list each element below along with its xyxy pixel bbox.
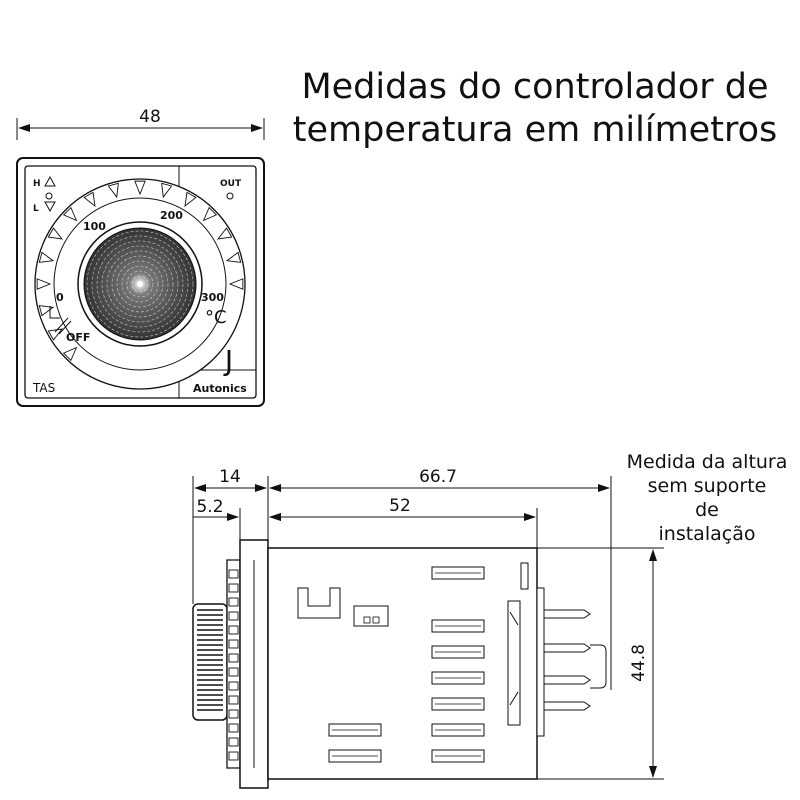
model-label: TAS xyxy=(32,381,55,395)
out-led-icon xyxy=(226,192,234,200)
knob-texture-ring xyxy=(116,260,164,308)
dial-tick-icon xyxy=(202,206,218,222)
socket-key xyxy=(507,600,521,726)
off-label: OFF xyxy=(66,331,90,344)
knob-side xyxy=(192,603,228,721)
connector-pins xyxy=(543,609,607,711)
out-label: OUT xyxy=(220,179,242,189)
dim-5-2-label: 5.2 xyxy=(196,497,223,517)
bezel-notch xyxy=(228,751,239,761)
dial-tick-icon xyxy=(134,180,146,196)
controller-body-side xyxy=(267,547,538,780)
dial-tick-icon xyxy=(38,251,55,263)
bezel-notch xyxy=(228,569,239,579)
bezel-notch xyxy=(228,709,239,719)
sensor-type-label: J xyxy=(223,344,233,377)
dial-tick-icon xyxy=(83,191,96,208)
unit-label: °C xyxy=(205,307,227,328)
dial-tick-icon xyxy=(184,191,197,208)
bezel-notches xyxy=(228,569,239,761)
bezel-notch xyxy=(228,653,239,663)
dim-52-label: 52 xyxy=(389,496,411,516)
scale-label-200: 200 xyxy=(160,209,183,222)
brand-label: Autonics xyxy=(193,382,247,395)
height-note: Medida da altura sem suporte de instalaç… xyxy=(612,450,800,546)
dial-tick-icon xyxy=(216,227,233,240)
bezel-notch xyxy=(228,681,239,691)
bezel-notch xyxy=(228,597,239,607)
dial-tick-icon xyxy=(47,227,64,240)
knob-texture-ring xyxy=(106,250,174,318)
dial-tick-icon xyxy=(47,328,64,341)
height-note-line-3: de xyxy=(695,499,719,521)
down-triangle-icon xyxy=(44,201,56,213)
body-latch xyxy=(297,587,341,619)
title-line-2: temperatura em milímetros xyxy=(292,110,778,150)
bezel-notch xyxy=(228,583,239,593)
connector-pin xyxy=(543,675,591,685)
bezel-notch xyxy=(228,737,239,747)
scale-label-0: 0 xyxy=(56,291,64,304)
front-view: 48 H L OUT 0 xyxy=(16,107,265,407)
title-line-1: Medidas do controlador de xyxy=(301,67,769,107)
dip-switch-key-2 xyxy=(372,616,380,624)
connector-pin xyxy=(543,609,591,619)
height-note-line-4: instalação xyxy=(658,523,756,545)
dip-switch-key-1 xyxy=(363,616,371,624)
dim-66-7-label: 66.7 xyxy=(419,467,457,487)
vent-slots xyxy=(328,566,485,763)
knob-grip-lines xyxy=(197,609,223,711)
scale-label-300: 300 xyxy=(201,291,224,304)
bezel-notch xyxy=(228,695,239,705)
dial-tick-marks xyxy=(36,180,244,362)
knob-texture-ring xyxy=(126,270,154,298)
dim-14-label: 14 xyxy=(219,467,241,487)
knob-texture-ring xyxy=(91,235,189,333)
height-note-line-1: Medida da altura xyxy=(626,451,788,473)
socket-key-detail xyxy=(509,611,519,706)
socket-base xyxy=(536,587,545,737)
body-clip xyxy=(520,562,529,590)
knob-texture-ring xyxy=(131,275,149,293)
scale-label-100: 100 xyxy=(83,220,106,233)
led-indicator-icon xyxy=(45,192,53,200)
off-slash-1 xyxy=(54,317,69,333)
dial-tick-icon xyxy=(36,278,52,290)
bezel-notch xyxy=(228,639,239,649)
connector-pin xyxy=(543,701,591,711)
knob-texture-ring xyxy=(121,265,159,303)
off-bracket xyxy=(49,306,60,319)
dip-switch xyxy=(353,605,389,627)
knob-texture xyxy=(86,230,194,338)
bezel-notch xyxy=(228,611,239,621)
knob-texture-ring xyxy=(86,230,194,338)
pin-bracket xyxy=(590,644,607,689)
width-dimension-label: 48 xyxy=(139,107,161,127)
indicator-h-label: H xyxy=(33,179,41,189)
dial-tick-icon xyxy=(62,206,78,222)
drawing-title: Medidas do controlador de temperatura em… xyxy=(280,66,790,152)
knob-center-dot xyxy=(137,281,143,287)
side-view: 14 66.7 5.2 52 44.8 xyxy=(192,467,664,789)
dial-tick-icon xyxy=(62,346,78,362)
indicator-l-label: L xyxy=(33,204,39,214)
knob-texture-ring xyxy=(96,240,184,328)
knob-texture-ring xyxy=(111,255,169,313)
dial-tick-icon xyxy=(107,182,119,199)
dim-44-8-label: 44.8 xyxy=(629,644,649,682)
knob-texture-ring xyxy=(101,245,179,323)
bezel-notch xyxy=(228,625,239,635)
bezel-notch xyxy=(228,723,239,733)
dial-tick-icon xyxy=(228,278,244,290)
up-triangle-icon xyxy=(44,175,56,187)
dial-tick-icon xyxy=(161,182,173,199)
dial-tick-icon xyxy=(225,251,242,263)
off-slash-2 xyxy=(58,320,72,335)
connector-pin xyxy=(543,643,591,653)
bezel-notch xyxy=(228,667,239,677)
height-note-line-2: sem suporte xyxy=(647,475,767,497)
